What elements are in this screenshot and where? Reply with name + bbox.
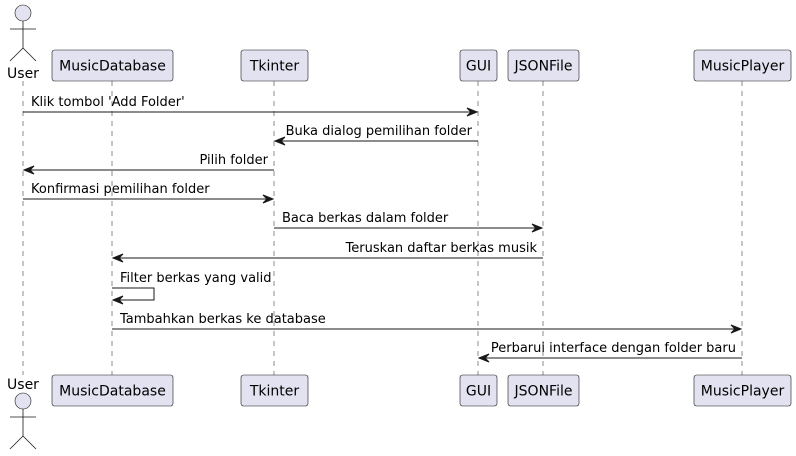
message-label: Tambahkan berkas ke database — [119, 312, 326, 327]
message-arrowhead-icon — [477, 353, 490, 363]
participant-box-top-jsonfile — [507, 49, 580, 82]
participant-box-top-tkinter — [240, 49, 309, 82]
actor-head — [14, 392, 32, 410]
participant-label-top-jsonfile: JSONFile — [514, 59, 573, 75]
message-arrowhead-icon — [22, 165, 35, 175]
message-arrowhead-icon — [531, 223, 544, 233]
message-label: Baca berkas dalam folder — [282, 211, 449, 226]
participant-box-bottom-tkinter — [240, 374, 309, 407]
message-label: Filter berkas yang valid — [120, 271, 272, 286]
message-label: Teruskan daftar berkas musik — [345, 241, 538, 256]
actor-leg-left — [9, 435, 24, 450]
participant-label-top-musicdb: MusicDatabase — [59, 59, 166, 75]
participant-label-bottom-jsonfile: JSONFile — [514, 384, 573, 400]
actor-figure-icon — [9, 4, 37, 62]
message-label: Konfirmasi pemilihan folder — [31, 182, 210, 197]
participant-label-bottom-musicdb: MusicDatabase — [59, 384, 166, 400]
participant-label-bottom-gui: GUI — [466, 384, 491, 400]
participant-label-bottom-tkinter: Tkinter — [249, 384, 300, 400]
message-label: Klik tombol 'Add Folder' — [31, 95, 185, 110]
actor-leg-right — [22, 47, 37, 62]
message-7: Filter berkas yang valid — [111, 271, 272, 305]
participant-box-bottom-musicplayer — [693, 374, 792, 407]
message-4: Konfirmasi pemilihan folder — [23, 182, 275, 204]
message-1: Klik tombol 'Add Folder' — [23, 95, 479, 117]
actor-leg-left — [9, 47, 24, 62]
actor-leg-right — [22, 435, 37, 450]
message-arrowhead-icon — [273, 136, 286, 146]
message-arrowhead-icon — [111, 295, 124, 305]
message-arrowhead-icon — [730, 324, 743, 334]
message-arrowhead-icon — [262, 194, 275, 204]
actor-head — [14, 4, 32, 22]
lifelines — [22, 81, 743, 375]
participant-label-top-tkinter: Tkinter — [249, 59, 300, 75]
message-5: Baca berkas dalam folder — [274, 211, 544, 233]
participant-label-top-musicplayer: MusicPlayer — [701, 59, 785, 75]
message-label: Buka dialog pemilihan folder — [286, 124, 473, 139]
participant-label-top-gui: GUI — [466, 59, 491, 75]
message-arrowhead-icon — [111, 253, 124, 263]
message-label: Perbarui interface dengan folder baru — [491, 341, 736, 356]
message-8: Tambahkan berkas ke database — [112, 312, 743, 334]
participant-box-top-musicdb — [51, 49, 174, 82]
participants: UserUserMusicDatabaseMusicDatabaseTkinte… — [7, 4, 792, 450]
actor-figure-icon — [9, 392, 37, 450]
participant-box-bottom-musicdb — [51, 374, 174, 407]
participant-box-top-musicplayer — [693, 49, 792, 82]
message-6: Teruskan daftar berkas musik — [111, 241, 543, 263]
message-label: Pilih folder — [200, 153, 269, 168]
participant-box-bottom-gui — [459, 374, 498, 407]
message-3: Pilih folder — [22, 153, 274, 175]
message-2: Buka dialog pemilihan folder — [273, 124, 478, 146]
messages: Klik tombol 'Add Folder' Buka dialog pemi… — [22, 95, 743, 363]
message-9: Perbarui interface dengan folder baru — [477, 341, 742, 363]
participant-box-bottom-jsonfile — [507, 374, 580, 407]
participant-label-bottom-musicplayer: MusicPlayer — [701, 384, 785, 400]
message-arrowhead-icon — [466, 107, 479, 117]
participant-label-top-user: User — [7, 66, 39, 82]
participant-box-top-gui — [459, 49, 498, 82]
message-arrow-line — [112, 287, 155, 301]
participant-label-bottom-user: User — [7, 377, 39, 393]
